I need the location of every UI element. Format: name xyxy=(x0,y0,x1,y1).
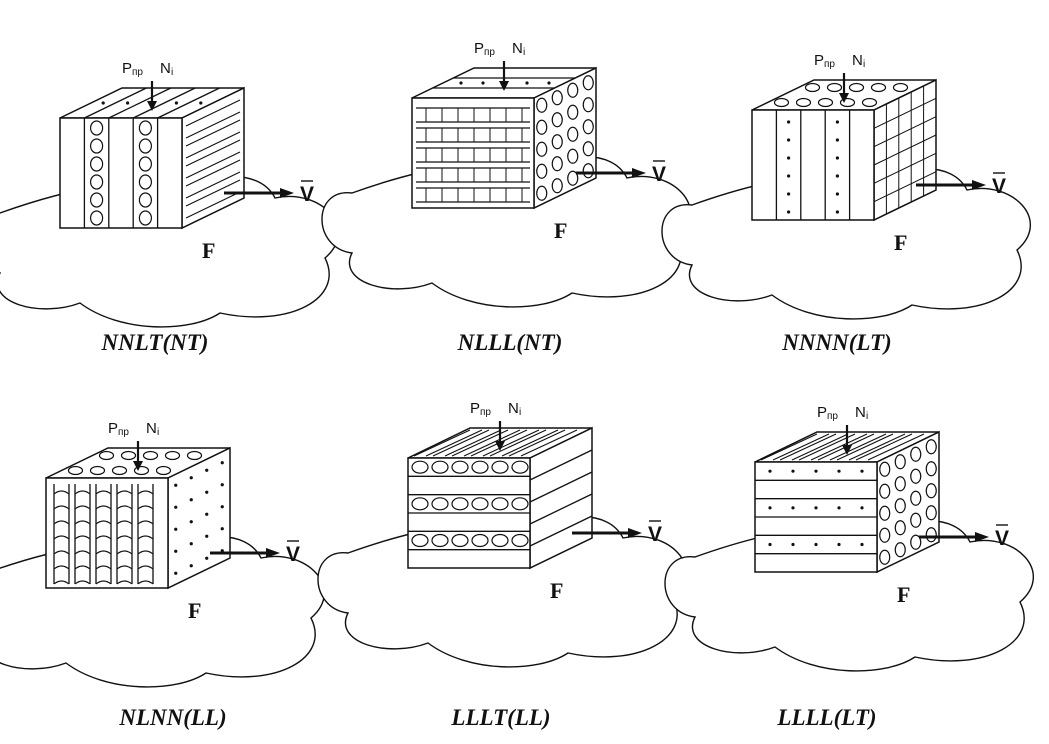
load-arrow-head xyxy=(147,101,157,111)
friction-label: F xyxy=(554,218,567,243)
load-n-subscript: i xyxy=(866,411,868,422)
velocity-label: V xyxy=(286,543,300,566)
load-p-subscript: пр xyxy=(480,407,491,418)
load-arrow-head xyxy=(133,461,143,471)
cube-front-face xyxy=(411,97,535,209)
caption-lllt: LLLT(LL) xyxy=(451,705,551,730)
load-n-label: N xyxy=(512,40,523,57)
velocity-arrow-head xyxy=(975,532,989,542)
load-p-subscript: пр xyxy=(132,67,143,78)
velocity-label: V xyxy=(648,523,662,546)
load-p-subscript: пр xyxy=(118,427,129,438)
load-n-subscript: i xyxy=(157,427,159,438)
load-p-label: P xyxy=(474,40,484,57)
velocity-label: V xyxy=(300,183,314,206)
load-p-label: P xyxy=(122,60,132,77)
velocity-arrow-head xyxy=(632,168,646,178)
load-p-subscript: пр xyxy=(484,47,495,58)
caption-llll: LLLL(LT) xyxy=(777,705,877,730)
caption-nnlt: NNLT(NT) xyxy=(101,330,209,355)
friction-label: F xyxy=(894,230,907,255)
load-p-label: P xyxy=(470,400,480,417)
velocity-label: V xyxy=(992,175,1006,198)
load-p-label: P xyxy=(817,404,827,421)
load-n-subscript: i xyxy=(519,407,521,418)
load-p-label: P xyxy=(108,420,118,437)
friction-label: F xyxy=(188,598,201,623)
cube-front-face xyxy=(751,109,875,221)
friction-label: F xyxy=(897,582,910,607)
load-p-label: P xyxy=(814,52,824,69)
load-n-subscript: i xyxy=(171,67,173,78)
velocity-arrow-head xyxy=(280,188,294,198)
velocity-label: V xyxy=(995,527,1009,550)
caption-nlll: NLLL(NT) xyxy=(457,330,563,355)
load-n-label: N xyxy=(508,400,519,417)
friction-label: F xyxy=(202,238,215,263)
load-arrow-head xyxy=(842,445,852,455)
load-arrow-head xyxy=(495,441,505,451)
load-n-label: N xyxy=(160,60,171,77)
load-n-label: N xyxy=(852,52,863,69)
load-p-subscript: пр xyxy=(827,411,838,422)
load-arrow-head xyxy=(499,81,509,91)
caption-nnnn: NNNN(LT) xyxy=(782,330,892,355)
load-arrow-head xyxy=(839,93,849,103)
load-p-subscript: пр xyxy=(824,59,835,70)
cube-front-face xyxy=(59,117,183,229)
load-n-label: N xyxy=(855,404,866,421)
velocity-arrow-head xyxy=(972,180,986,190)
load-n-label: N xyxy=(146,420,157,437)
load-n-subscript: i xyxy=(863,59,865,70)
velocity-arrow-head xyxy=(628,528,642,538)
velocity-label: V xyxy=(652,163,666,186)
load-n-subscript: i xyxy=(523,47,525,58)
friction-label: F xyxy=(550,578,563,603)
caption-nlnn: NLNN(LL) xyxy=(119,705,227,730)
velocity-arrow-head xyxy=(266,548,280,558)
cube-front-face xyxy=(45,477,169,589)
